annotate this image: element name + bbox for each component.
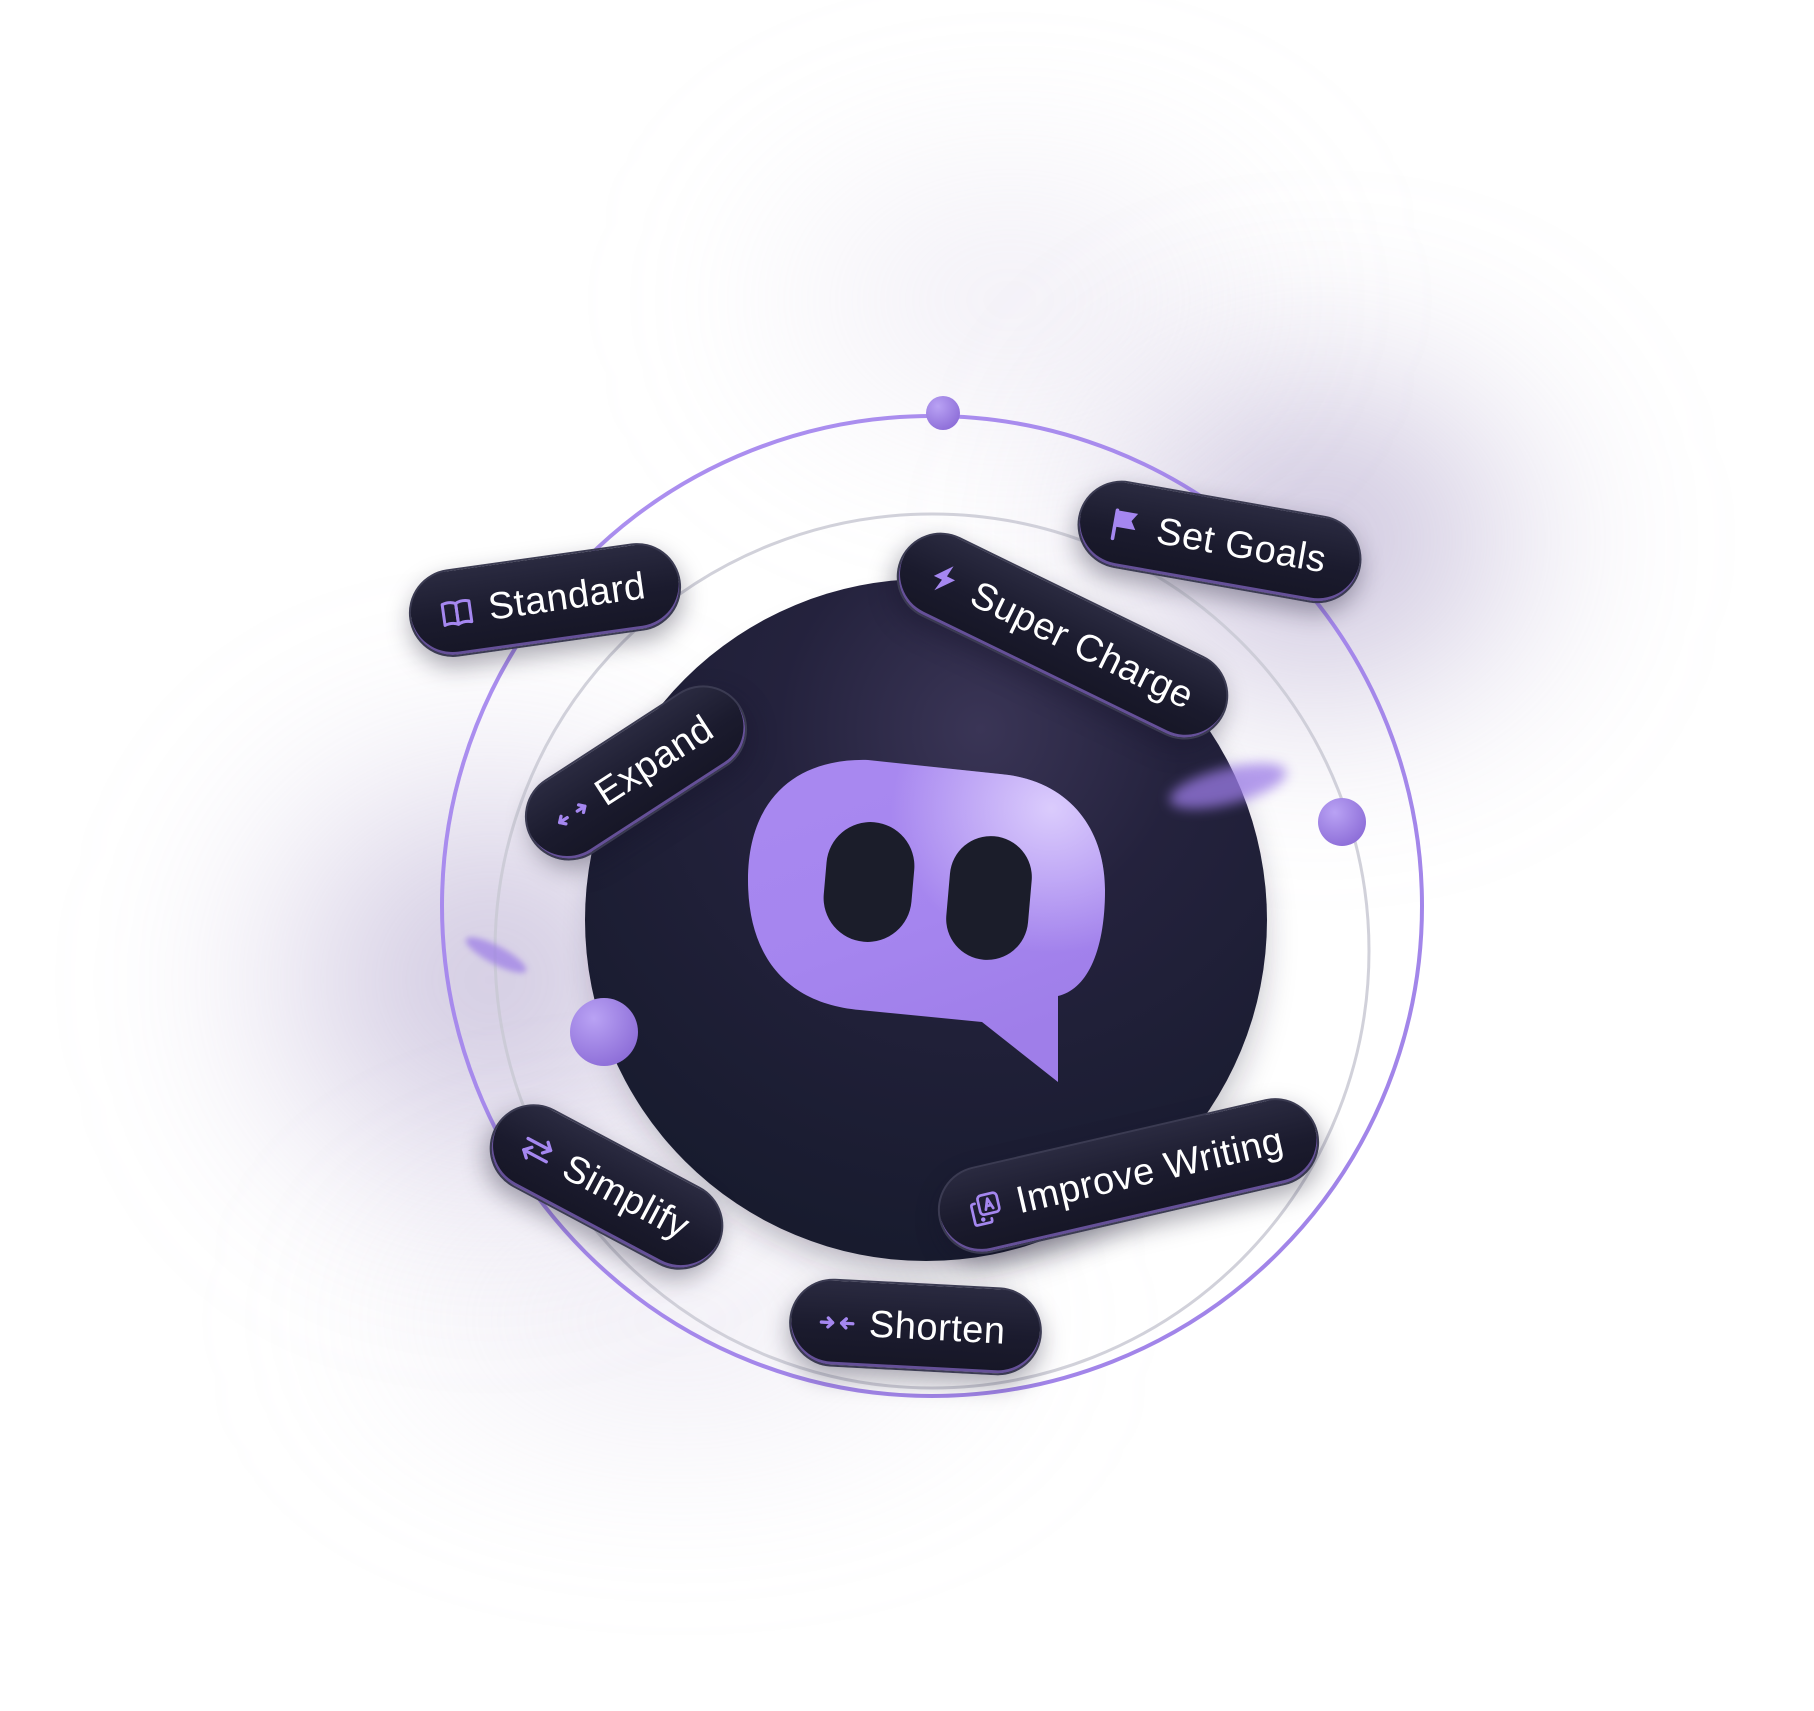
chip-super-charge[interactable]: Super Charge [881,517,1243,755]
chip-simplify[interactable]: Simplify [474,1088,739,1286]
orbit-dot-right [1318,798,1366,846]
book-icon [437,592,478,633]
expand-arrows-icon [547,789,597,839]
swap-arrows-icon [513,1126,562,1175]
flag-icon [1105,505,1147,547]
chip-shorten[interactable]: Shorten [786,1276,1044,1378]
shorten-arrows-icon [818,1304,856,1342]
blurred-blob-left [465,937,527,973]
lightning-icon [920,554,968,602]
orbit-dot-top [926,396,960,430]
chip-improve-writing[interactable]: Improve Writing [929,1089,1328,1263]
logo-right-eye [946,836,1032,960]
logo-left-eye [823,822,915,942]
chip-standard[interactable]: Standard [403,537,688,663]
orbit-ball-left [570,998,638,1066]
chip-label: Shorten [867,1303,1007,1353]
chip-label: Set Goals [1153,509,1330,581]
blurred-blob-right [1169,763,1287,809]
chip-label: Standard [485,564,649,629]
chat-bubble-face-icon [748,759,1105,1082]
chip-expand[interactable]: Expand [508,668,764,878]
chip-set-goals[interactable]: Set Goals [1070,473,1369,611]
improve-writing-icon [964,1187,1007,1230]
